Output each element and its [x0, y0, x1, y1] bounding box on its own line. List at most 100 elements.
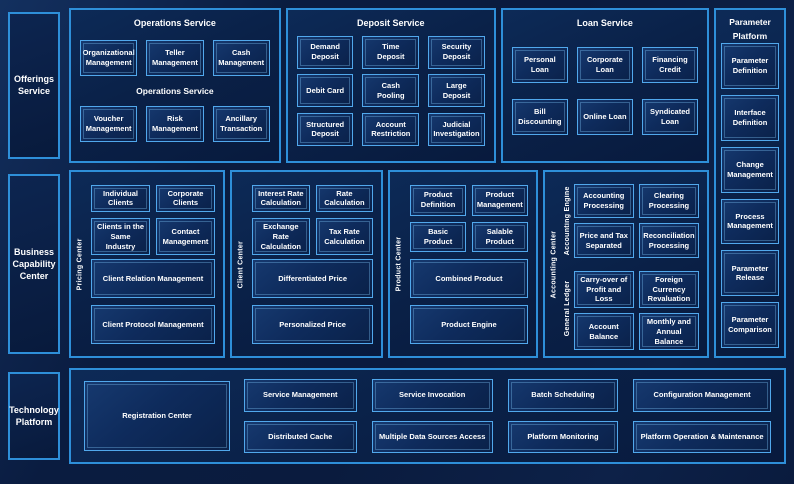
capability-box: Foreign Currency Revaluation: [638, 270, 699, 309]
service-box: Time Deposit: [362, 35, 420, 69]
accounting-engine-label: Accounting Engine: [563, 186, 571, 256]
operations-service-title: Operations Service: [133, 18, 216, 28]
capability-box: Interest Rate Calculation: [252, 184, 310, 213]
capability-box: Salable Product: [471, 221, 528, 253]
service-box: Large Deposit: [428, 74, 485, 108]
service-box: Online Loan: [576, 99, 633, 136]
service-box: Cash Pooling: [362, 74, 420, 108]
service-box: Organizational Management: [80, 39, 138, 76]
pricing-center-grid: Individual Clients Corporate Clients Cli…: [91, 184, 216, 256]
capability-box: Individual Clients: [91, 184, 150, 213]
upper-left-area: Offerings Service Operations Service Org…: [8, 8, 709, 358]
offerings-service-label: Offerings Service: [8, 12, 60, 159]
deposit-row-1: Demand Deposit Time Deposit Security Dep…: [296, 35, 485, 69]
technology-box: Platform Monitoring: [507, 420, 619, 453]
capability-box: Client Protocol Management: [91, 305, 216, 345]
capability-box: Product Definition: [410, 184, 466, 216]
parameter-box: Interface Definition: [721, 94, 779, 141]
parameter-platform-body: Parameter Definition Interface Definitio…: [721, 43, 779, 348]
capability-box: Accounting Processing: [573, 183, 634, 219]
accounting-center-label: Accounting Center: [550, 229, 558, 298]
parameter-box: Parameter Definition: [721, 43, 779, 89]
technology-platform-band: Technology Platform Registration Center …: [8, 368, 786, 464]
capability-box: Monthly and Annual Balance: [638, 313, 699, 351]
loan-service-body: Personal Loan Corporate Loan Financing C…: [511, 30, 698, 152]
capability-box: Product Engine: [410, 305, 528, 345]
operations-row-1: Organizational Management Teller Managem…: [80, 39, 270, 76]
service-box: Corporate Loan: [576, 46, 633, 83]
capability-box: Reconciliation Processing: [638, 223, 699, 258]
accounting-center-group: Accounting Center Accounting Engine Acco…: [542, 169, 709, 358]
capability-box: Client Relation Management: [91, 259, 216, 299]
capability-box: Combined Product: [410, 259, 528, 299]
service-box: Ancillary Transaction: [212, 105, 270, 142]
product-center-grid: Product Definition Product Management Ba…: [410, 184, 528, 253]
technology-box: Multiple Data Sources Access: [371, 420, 493, 453]
client-center-label: Client Center: [237, 240, 245, 288]
technology-box: Distributed Cache: [244, 420, 357, 453]
loan-service-title: Loan Service: [576, 18, 633, 28]
service-box: Cash Management: [212, 39, 270, 76]
parameter-box: Parameter Comparison: [721, 302, 779, 348]
product-center-content: Product Definition Product Management Ba…: [406, 176, 531, 352]
pricing-center-content: Individual Clients Corporate Clients Cli…: [87, 176, 219, 352]
capability-box: Basic Product: [410, 221, 466, 253]
service-box: Personal Loan: [511, 46, 568, 83]
service-box: Demand Deposit: [296, 35, 354, 69]
client-center-grid: Interest Rate Calculation Rate Calculati…: [252, 184, 374, 256]
capability-box: Tax Rate Calculation: [315, 218, 374, 256]
general-ledger-subgroup: General Ledger Carry-over of Profit and …: [561, 270, 699, 351]
service-box: Account Restriction: [362, 112, 420, 146]
parameter-box: Parameter Release: [721, 250, 779, 297]
client-center-group: Client Center Interest Rate Calculation …: [230, 169, 384, 358]
capability-box: Contact Management: [156, 218, 216, 256]
technology-box: Platform Operation & Maintenance: [633, 420, 771, 453]
operations-row-2: Voucher Management Risk Management Ancil…: [80, 105, 270, 142]
business-capability-band: Business Capability Center Pricing Cente…: [8, 169, 709, 358]
loan-service-section: Loan Service Personal Loan Corporate Loa…: [500, 8, 709, 163]
capability-box: Product Management: [471, 184, 528, 216]
service-box: Syndicated Loan: [641, 99, 698, 136]
service-box: Financing Credit: [641, 46, 698, 83]
accounting-engine-grid: Accounting Processing Clearing Processin…: [573, 183, 699, 258]
operations-service-subtitle: Operations Service: [136, 85, 214, 96]
service-box: Risk Management: [146, 105, 204, 142]
service-box: Voucher Management: [80, 105, 138, 142]
service-box: Teller Management: [146, 39, 204, 76]
deposit-service-title: Deposit Service: [357, 18, 425, 28]
technology-box: Batch Scheduling: [507, 379, 619, 412]
capability-box: Account Balance: [573, 313, 634, 351]
technology-box: Configuration Management: [633, 379, 771, 412]
parameter-platform-title: Parameter Platform: [729, 17, 771, 41]
service-box: Judicial Investigation: [428, 112, 485, 146]
service-box: Debit Card: [296, 74, 354, 108]
technology-box: Service Invocation: [371, 379, 493, 412]
general-ledger-grid: Carry-over of Profit and Loss Foreign Cu…: [573, 270, 699, 351]
pricing-center-label: Pricing Center: [76, 237, 84, 290]
loan-row-1: Personal Loan Corporate Loan Financing C…: [511, 46, 698, 83]
upper-area: Offerings Service Operations Service Org…: [8, 8, 786, 358]
capability-box: Clearing Processing: [638, 183, 699, 219]
capability-box: Corporate Clients: [156, 184, 216, 213]
deposit-service-body: Demand Deposit Time Deposit Security Dep…: [296, 30, 485, 152]
capability-box: Personalized Price: [252, 305, 374, 345]
capability-box: Carry-over of Profit and Loss: [573, 270, 634, 309]
registration-center-box: Registration Center: [84, 381, 230, 451]
capability-box: Rate Calculation: [315, 184, 374, 213]
loan-row-2: Bill Discounting Online Loan Syndicated …: [511, 99, 698, 136]
deposit-service-section: Deposit Service Demand Deposit Time Depo…: [285, 8, 496, 163]
technology-box: Service Management: [244, 379, 357, 412]
service-box: Bill Discounting: [511, 99, 568, 136]
deposit-row-2: Debit Card Cash Pooling Large Deposit: [296, 74, 485, 108]
accounting-center-content: Accounting Engine Accounting Processing …: [561, 176, 703, 352]
business-capability-label: Business Capability Center: [8, 173, 60, 354]
parameter-box: Process Management: [721, 198, 779, 245]
deposit-row-3: Structured Deposit Account Restriction J…: [296, 112, 485, 146]
general-ledger-label: General Ledger: [563, 280, 571, 336]
capability-box: Differentiated Price: [252, 259, 374, 299]
operations-service-section: Operations Service Organizational Manage…: [69, 8, 281, 163]
parameter-platform-section: Parameter Platform Parameter Definition …: [714, 8, 786, 358]
pricing-center-group: Pricing Center Individual Clients Corpor…: [69, 169, 226, 358]
offerings-service-band: Offerings Service Operations Service Org…: [8, 8, 709, 163]
